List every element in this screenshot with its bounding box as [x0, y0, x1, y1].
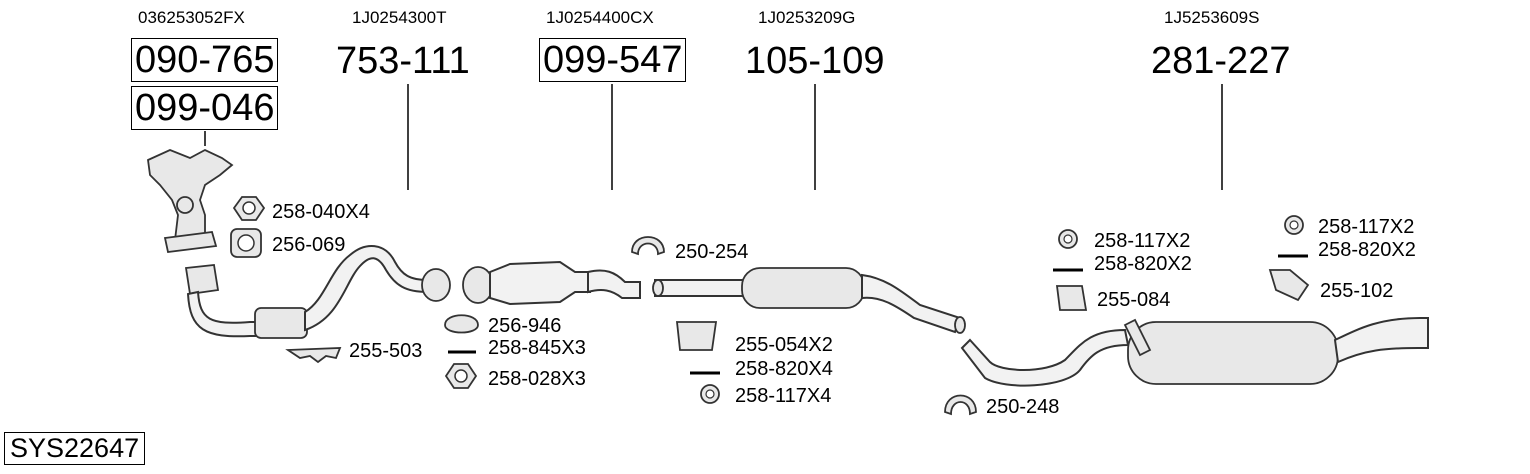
hardware-label: 255-503	[349, 340, 423, 362]
part-number-rear[interactable]: 281-227	[1151, 40, 1291, 82]
gasket-icon	[444, 314, 479, 334]
part-number-front-pipe[interactable]: 753-111	[336, 40, 470, 82]
clamp-icon	[944, 394, 977, 416]
system-id: SYS22647	[4, 432, 146, 465]
rear-muffler-icon	[960, 317, 1429, 387]
hardware-label: 258-117X4	[735, 385, 832, 407]
oe-number: 1J0254400CX	[546, 8, 654, 27]
hardware-label: 255-102	[1320, 280, 1394, 302]
hardware-label: 258-820X2	[1094, 253, 1192, 275]
exhaust-manifold-icon	[147, 148, 234, 253]
hardware-label: 258-820X2	[1318, 239, 1416, 261]
hanger-icon	[1268, 269, 1310, 302]
oe-number: 1J5253609S	[1164, 8, 1260, 27]
hardware-label: 250-248	[986, 396, 1060, 418]
hardware-label: 258-845X3	[488, 337, 586, 359]
hardware-label: 258-117X2	[1318, 216, 1415, 238]
oe-number: 1J0253209G	[758, 8, 856, 27]
hardware-label: 258-040X4	[272, 201, 370, 223]
hardware-label: 258-117X2	[1094, 230, 1191, 252]
hanger-icon	[1055, 285, 1088, 311]
part-number-manifold[interactable]: 090-765	[131, 38, 279, 82]
part-number-cat[interactable]: 099-547	[539, 38, 687, 82]
hardware-label: 256-069	[272, 234, 346, 256]
hardware-label: 256-946	[488, 315, 562, 337]
flex-pipe-icon	[254, 307, 308, 339]
hardware-label: 255-084	[1097, 289, 1171, 311]
hardware-label: 258-028X3	[488, 368, 586, 390]
hardware-label: 255-054X2	[735, 334, 833, 356]
oe-number: 036253052FX	[138, 8, 245, 27]
part-number-middle[interactable]: 105-109	[745, 40, 885, 82]
catalytic-converter-icon	[462, 260, 641, 306]
hanger-icon	[285, 347, 342, 364]
muffler-icon	[652, 267, 966, 334]
clamp-icon	[631, 236, 665, 256]
front-pipe-icon	[184, 245, 451, 339]
hardware-label: 250-254	[675, 241, 749, 263]
oe-number: 1J0254300T	[352, 8, 447, 27]
hanger-icon	[675, 321, 718, 351]
hardware-label: 258-820X4	[735, 358, 833, 380]
part-number-manifold-alt[interactable]: 099-046	[131, 86, 279, 130]
